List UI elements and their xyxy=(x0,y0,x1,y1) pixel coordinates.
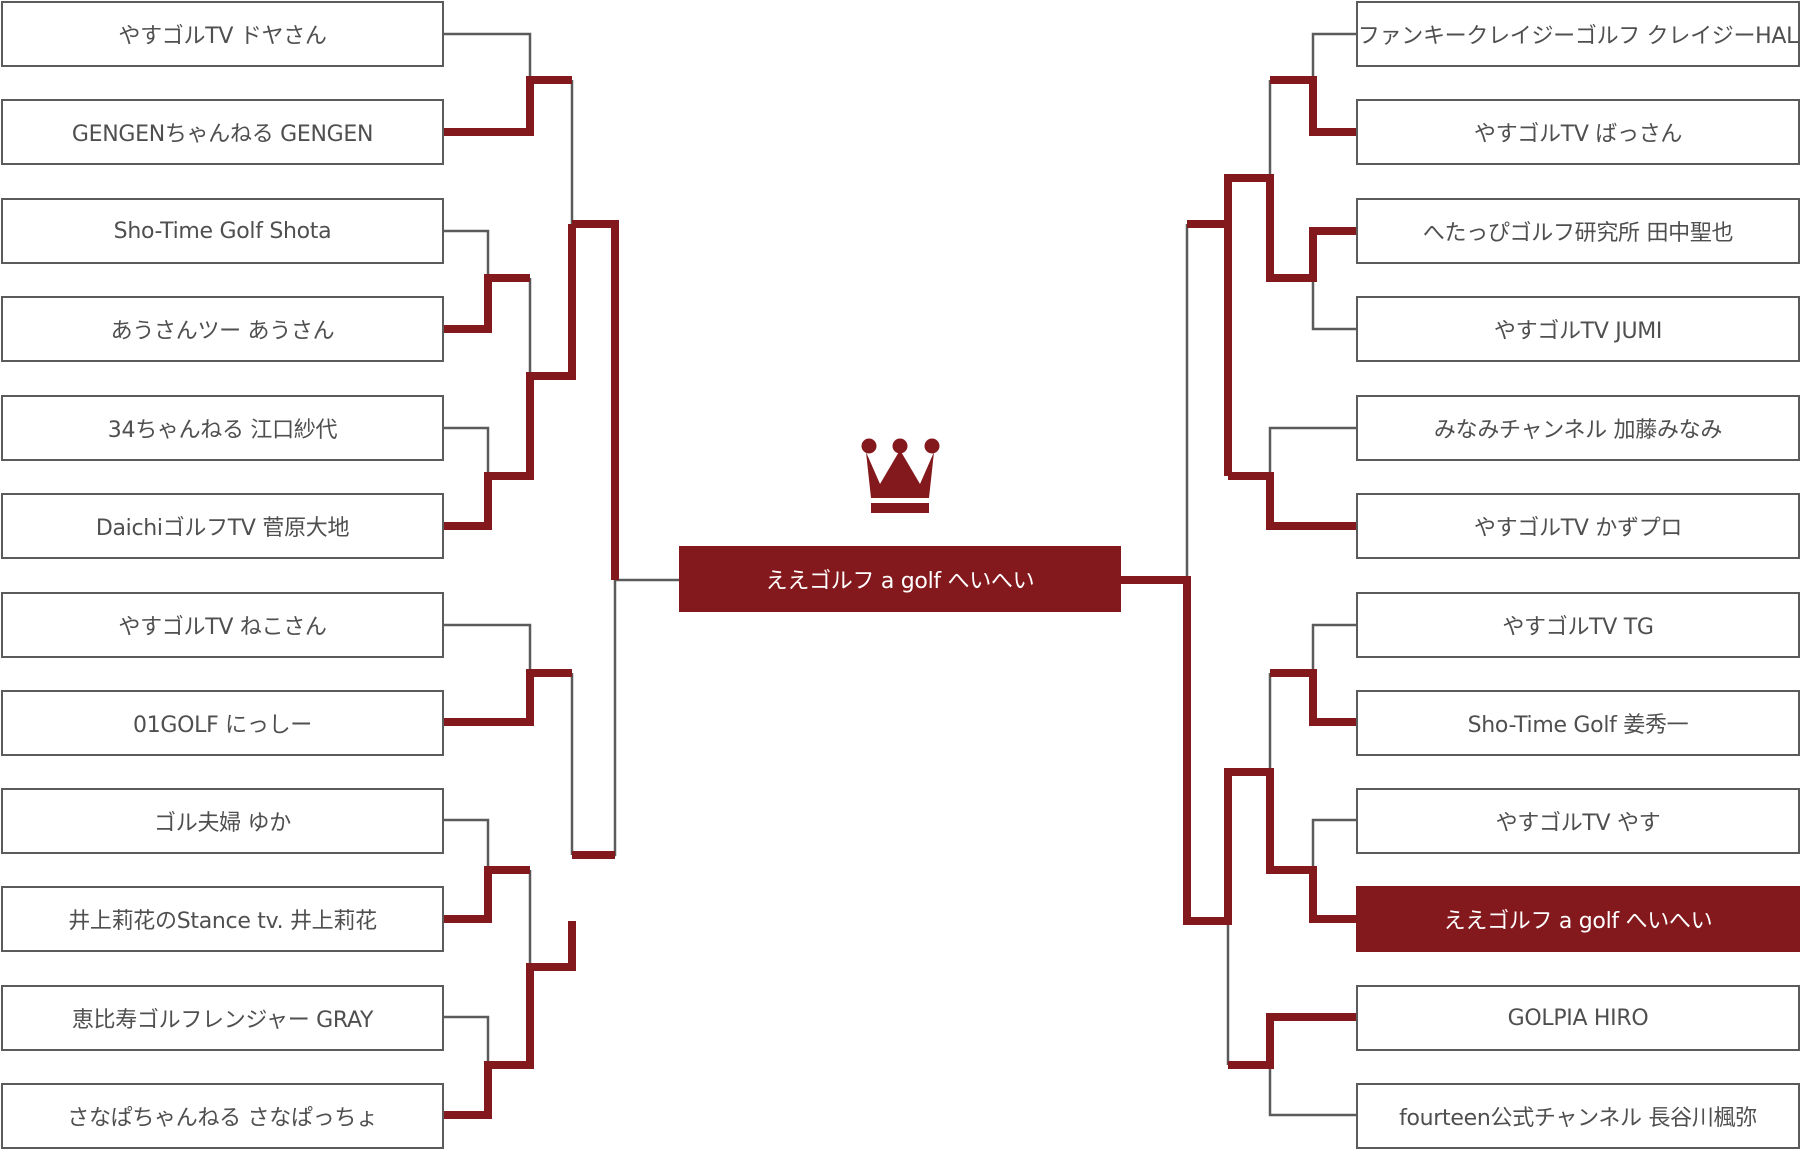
right-player-11: GOLPIA HIRO xyxy=(1356,985,1800,1051)
right-bracket-thin-lines xyxy=(1185,32,1356,1117)
right-player-2: やすゴルTV ばっさん xyxy=(1356,99,1800,165)
right-player-4: やすゴルTV JUMI xyxy=(1356,296,1800,362)
left-player-7: やすゴルTV ねこさん xyxy=(1,592,444,658)
right-player-8: Sho-Time Golf 姜秀一 xyxy=(1356,690,1800,756)
left-player-10: 井上莉花のStance tv. 井上莉花 xyxy=(1,886,444,952)
left-player-6: DaichiゴルフTV 菅原大地 xyxy=(1,493,444,559)
left-player-4: あうさんツー あうさん xyxy=(1,296,444,362)
left-player-8: 01GOLF にっしー xyxy=(1,690,444,756)
right-player-7: やすゴルTV TG xyxy=(1356,592,1800,658)
left-player-3: Sho-Time Golf Shota xyxy=(1,198,444,264)
right-player-9: やすゴルTV やす xyxy=(1356,788,1800,854)
right-player-5: みなみチャンネル 加藤みなみ xyxy=(1356,395,1800,461)
crown-icon xyxy=(861,438,940,513)
right-bracket-winner-lines xyxy=(1121,76,1356,1069)
right-player-1: ファンキークレイジーゴルフ クレイジーHAL xyxy=(1356,1,1800,67)
left-player-11: 恵比寿ゴルフレンジャー GRAY xyxy=(1,985,444,1051)
left-bracket-thin-lines xyxy=(444,32,679,1065)
right-player-6: やすゴルTV かずプロ xyxy=(1356,493,1800,559)
left-bracket-winner-lines xyxy=(444,76,619,1119)
right-player-10-highlighted: ええゴルフ a golf へいへい xyxy=(1356,886,1800,952)
right-player-12: fourteen公式チャンネル 長谷川楓弥 xyxy=(1356,1083,1800,1149)
left-player-12: さなぱちゃんねる さなぱっちょ xyxy=(1,1083,444,1149)
champion-box: ええゴルフ a golf へいへい xyxy=(679,546,1121,612)
left-player-1: やすゴルTV ドヤさん xyxy=(1,1,444,67)
left-player-9: ゴル夫婦 ゆか xyxy=(1,788,444,854)
left-player-2: GENGENちゃんねる GENGEN xyxy=(1,99,444,165)
left-player-5: 34ちゃんねる 江口紗代 xyxy=(1,395,444,461)
right-player-3: へたっぴゴルフ研究所 田中聖也 xyxy=(1356,198,1800,264)
